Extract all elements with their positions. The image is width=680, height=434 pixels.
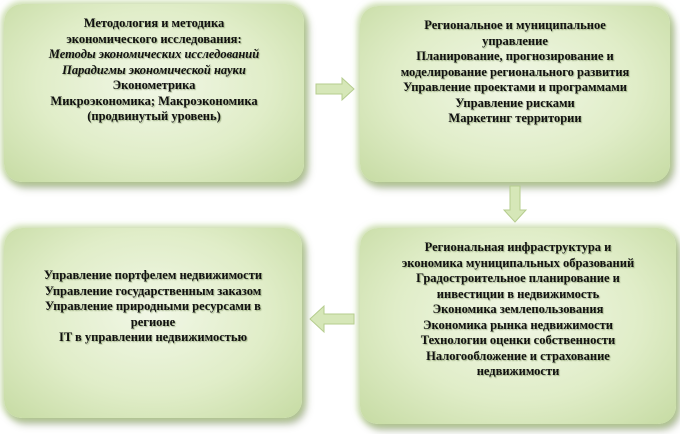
box-line: Градостроительное планирование и [416,271,620,285]
real-estate-management-box: Управление портфелем недвижимости Управл… [4,228,302,418]
box-line: управление [482,33,548,48]
arrow-shape [315,76,355,102]
box-line: Налогообложение и страхование [426,348,610,363]
arrow-down-icon [502,185,528,223]
box-line: Управление природными ресурсами в [45,299,261,313]
box-line: регионе [130,314,176,329]
arrow-right-icon [315,76,355,102]
box-line: Методология и методика [83,16,225,30]
box-line: Микроэкономика; Макроэкономика [50,93,258,108]
box-line: Управление проектами и программами [403,80,627,94]
box-line: Технологии оценки собственности [420,333,616,347]
infrastructure-economics-box: Региональная инфраструктура и экономика … [360,228,676,424]
box-line: Управление портфелем недвижимости [43,268,263,282]
box-line: IT в управлении недвижимостью [58,330,248,344]
box-line: экономического исследования: [66,31,242,46]
arrow-left-icon [309,304,355,334]
box-line: (продвинутый уровень) [87,109,221,123]
box-line: инвестиции в недвижимость [436,286,600,301]
box-line: Маркетинг территории [448,111,582,125]
arrow-shape [309,304,355,334]
box-line: Методы экономических исследований [48,47,260,61]
box-line: Региональное и муниципальное [424,18,606,32]
box-line: Управление рисками [455,95,575,110]
box-line: Экономика рынка недвижимости [422,317,613,332]
regional-management-box: Региональное и муниципальное управление … [360,6,670,182]
box-line: Управление государственным заказом [44,283,262,298]
methodology-box: Методология и методика экономического ис… [4,4,304,182]
box-line: Парадигмы экономической науки [62,62,246,77]
box-line: Планирование, прогнозирование и [416,49,614,63]
arrow-shape [502,185,528,223]
box-line: экономика муниципальных образований [401,255,635,270]
box-line: Экономика землепользования [432,302,604,316]
box-line: Региональная инфраструктура и [424,240,612,254]
box-line: Эконометрика [112,78,196,92]
box-line: недвижимости [476,364,560,378]
box-line: моделирование регионального развития [400,64,630,79]
